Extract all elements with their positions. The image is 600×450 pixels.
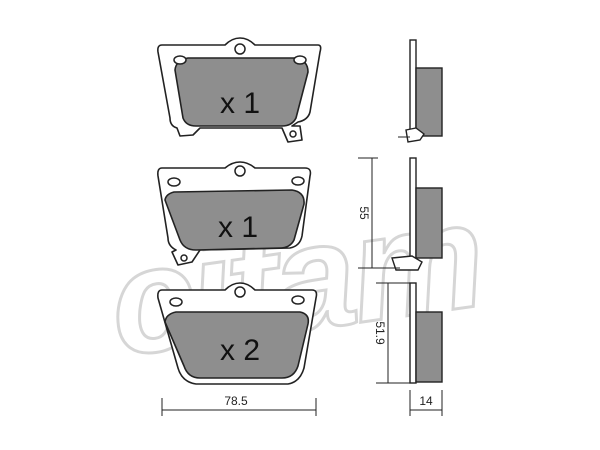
thickness-dimension-label: 14	[419, 394, 433, 408]
height-dimension-51-9: 51.9	[373, 282, 410, 384]
width-dimension-label: 78.5	[224, 394, 248, 408]
brake-pad-3: x 2	[157, 282, 318, 385]
pad-3-quantity-label: x 2	[220, 334, 260, 367]
width-dimension: 78.5	[161, 394, 317, 416]
pad-2-quantity-label: x 1	[218, 211, 258, 244]
height-dimension-51-9-label: 51.9	[373, 321, 387, 345]
thickness-dimension: 14	[409, 390, 443, 416]
brake-pad-2: x 1	[157, 161, 312, 266]
height-dimension-55: 55	[357, 157, 400, 269]
height-dimension-55-label: 55	[357, 206, 371, 220]
side-view-1	[398, 39, 443, 143]
side-view-3	[409, 282, 443, 384]
brake-pad-1: x 1	[157, 37, 322, 143]
side-view-2	[391, 157, 443, 271]
pad-1-quantity-label: x 1	[220, 87, 260, 120]
